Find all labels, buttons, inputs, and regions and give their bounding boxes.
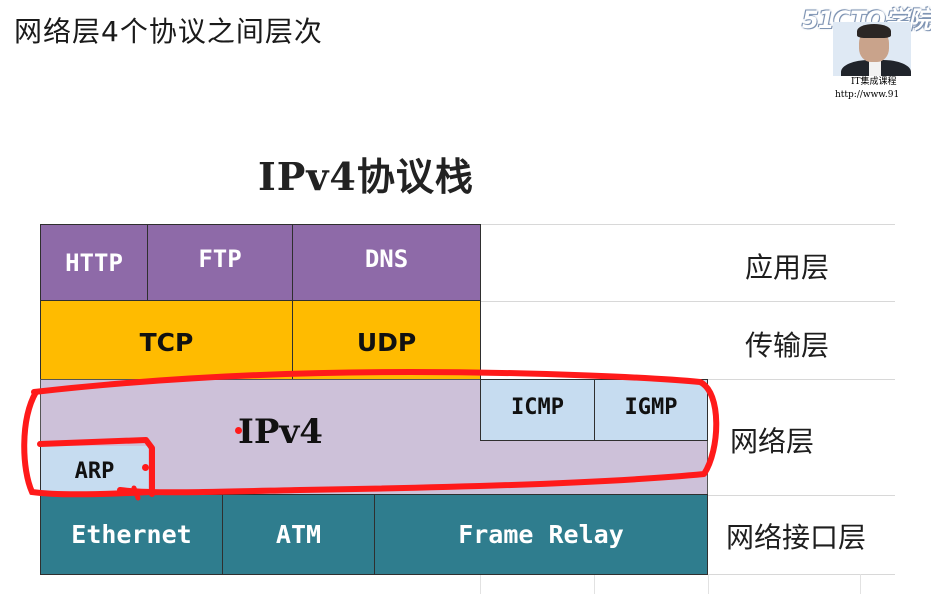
layer-label-network-interface: 网络接口层 <box>726 521 867 554</box>
presenter-video-thumbnail <box>833 22 911 90</box>
protocol-atm: ATM <box>222 494 375 575</box>
annotation-dot <box>142 464 149 471</box>
protocol-http: HTTP <box>40 224 148 301</box>
protocol-ethernet: Ethernet <box>40 494 223 575</box>
protocol-dns: DNS <box>292 224 481 301</box>
presenter-caption-title: IT集成课程 <box>851 77 897 87</box>
grid-line <box>480 574 481 594</box>
protocol-icmp: ICMP <box>480 379 595 441</box>
presenter-caption: IT集成课程 http://www.91 <box>833 76 911 106</box>
protocol-ipv4: IPv4 <box>238 412 323 452</box>
layer-label-network: 网络层 <box>730 425 815 458</box>
protocol-tcp: TCP <box>40 300 293 380</box>
protocol-frame-relay: Frame Relay <box>374 494 708 575</box>
grid-line <box>480 224 895 225</box>
grid-line <box>860 574 861 594</box>
grid-line <box>708 495 895 496</box>
protocol-udp: UDP <box>292 300 481 380</box>
layer-label-transport: 传输层 <box>745 329 830 362</box>
protocol-ftp: FTP <box>147 224 293 301</box>
grid-line <box>594 574 595 594</box>
annotation-dot <box>235 427 242 434</box>
protocol-arp: ARP <box>40 446 148 496</box>
layer-label-application: 应用层 <box>745 251 830 284</box>
page-title: 网络层4个协议之间层次 <box>14 15 323 48</box>
grid-line <box>708 574 709 594</box>
protocol-igmp: IGMP <box>594 379 708 441</box>
slide-title: IPv4协议栈 <box>258 154 474 199</box>
grid-line <box>480 301 895 302</box>
grid-line <box>708 574 895 575</box>
presenter-caption-url: http://www.91 <box>835 90 900 100</box>
grid-line <box>708 379 895 380</box>
